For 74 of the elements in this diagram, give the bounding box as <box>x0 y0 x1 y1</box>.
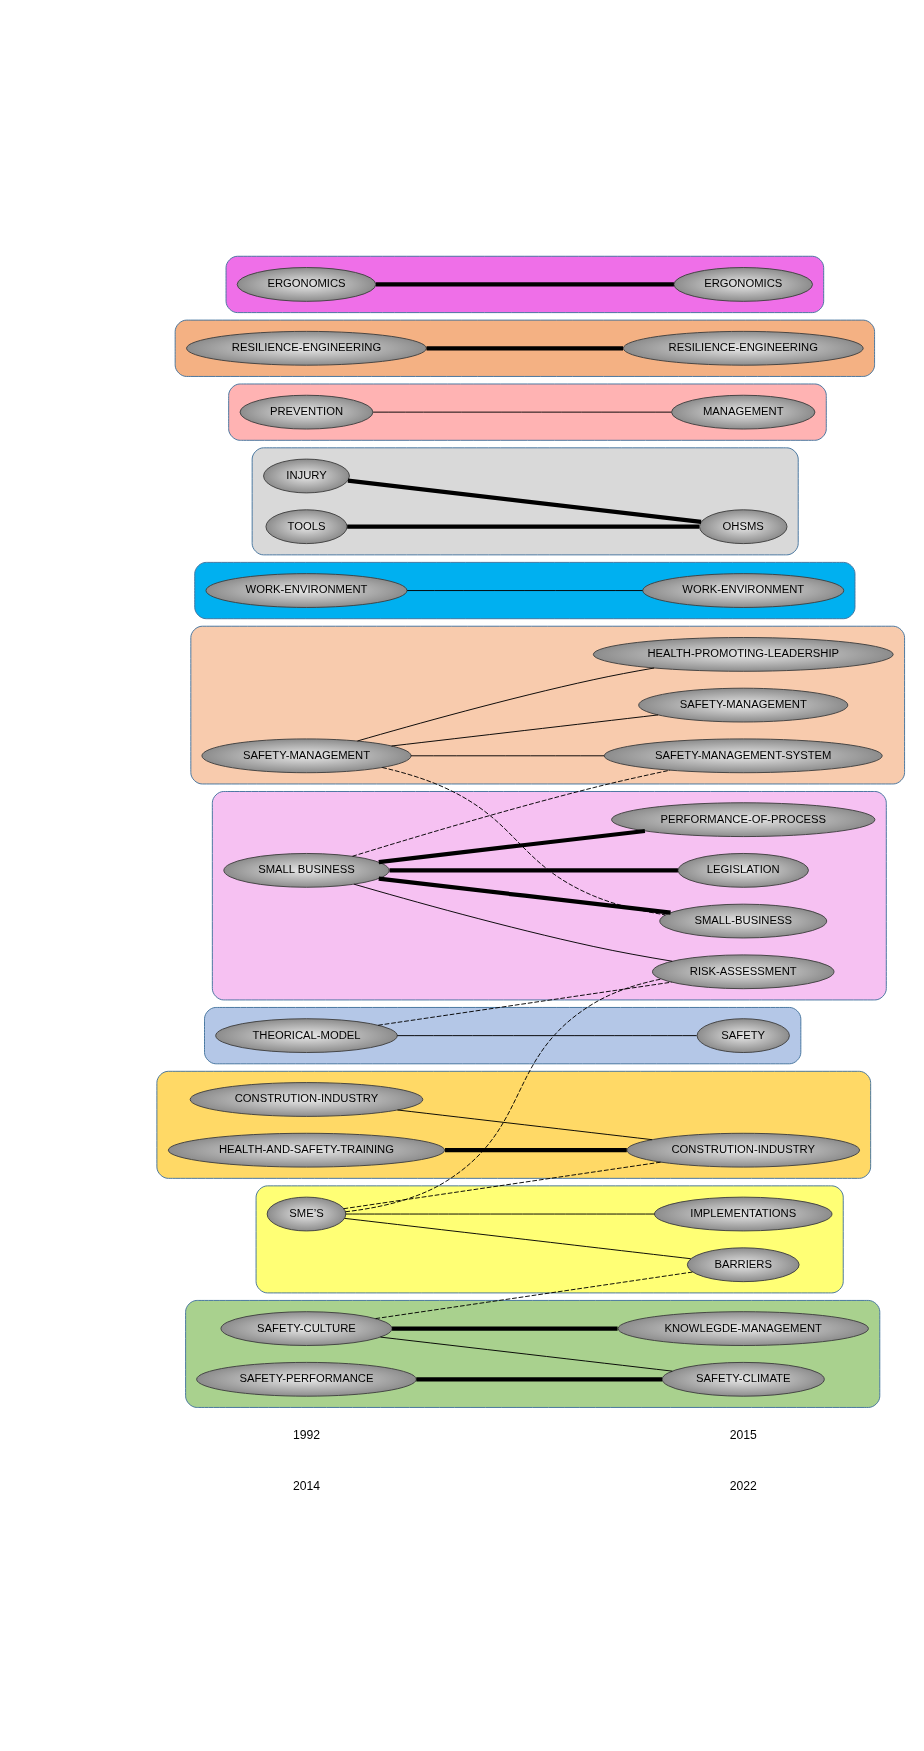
connector <box>379 1336 673 1372</box>
cluster <box>251 446 799 555</box>
node-ellipse: OHSMS <box>699 508 788 544</box>
cluster <box>194 561 856 619</box>
node-ellipse: TOOLS <box>265 508 348 544</box>
connector <box>345 1213 655 1214</box>
cluster <box>156 1070 872 1179</box>
connector <box>345 978 662 1212</box>
node-ellipse: INJURY <box>263 458 350 493</box>
connector <box>378 828 646 864</box>
connector <box>351 769 671 857</box>
label: 1992 <box>292 1427 321 1442</box>
connector <box>347 478 702 524</box>
node-ellipse: SAFETY-CLIMATE <box>661 1361 825 1397</box>
connector <box>378 876 671 915</box>
node-ellipse: SAFETY-CULTURE <box>220 1310 393 1346</box>
node-ellipse: BARRIERS <box>686 1246 800 1282</box>
connector <box>356 667 655 741</box>
connector <box>375 1271 693 1319</box>
cluster <box>185 1299 881 1408</box>
connector <box>426 345 623 350</box>
node-ellipse: ERGONOMICS <box>673 266 814 302</box>
connector <box>344 1217 692 1259</box>
connector <box>396 1034 698 1036</box>
node-ellipse: SMALL BUSINESS <box>223 852 390 888</box>
connector <box>410 754 605 756</box>
cluster <box>211 790 887 1000</box>
node-ellipse: SAFETY <box>696 1017 790 1053</box>
node-ellipse: RESILIENCE-ENGINEERING <box>622 330 864 366</box>
cluster <box>204 1006 802 1064</box>
connector <box>392 1325 618 1331</box>
node-ellipse: SME’S <box>266 1196 347 1231</box>
node-ellipse: THEORICAL-MODEL <box>215 1017 398 1053</box>
node-ellipse: WORK-ENVIRONMENT <box>205 572 408 608</box>
connector <box>445 1147 627 1152</box>
cluster <box>255 1184 844 1293</box>
connector <box>406 589 644 591</box>
node-ellipse: SMALL-BUSINESS <box>659 903 828 938</box>
node-ellipse: PREVENTION <box>239 394 374 429</box>
label: 2015 <box>729 1427 757 1442</box>
connector <box>375 281 674 287</box>
connector <box>353 883 673 962</box>
node-ellipse: CONSTRUTION-INDUSTRY <box>626 1132 861 1168</box>
connector <box>372 411 672 413</box>
connector <box>381 766 666 915</box>
cluster <box>225 255 825 313</box>
node-ellipse: IMPLEMENTATIONS <box>654 1196 833 1231</box>
connector <box>416 1376 663 1381</box>
connector <box>343 1161 662 1209</box>
connector <box>389 867 678 872</box>
label: 2022 <box>729 1478 757 1493</box>
connector <box>377 981 672 1026</box>
node-ellipse: PERFORMANCE-OF-PROCESS <box>611 801 876 837</box>
node-ellipse: KNOWLEGDE-MANAGEMENT <box>617 1310 869 1346</box>
node-ellipse: RESILIENCE-ENGINEERING <box>186 330 427 366</box>
node-ellipse: LEGISLATION <box>677 852 809 888</box>
cluster <box>190 625 906 784</box>
node-ellipse: HEALTH-PROMOTING-LEADERSHIP <box>592 636 894 672</box>
connector <box>391 713 659 746</box>
node-ellipse: SAFETY-MANAGEMENT <box>638 687 849 722</box>
node-ellipse: SAFETY-MANAGEMENT <box>201 737 412 773</box>
node-ellipse: SAFETY-MANAGEMENT-SYSTEM <box>603 737 883 773</box>
connector <box>397 1109 653 1140</box>
cluster <box>174 319 876 377</box>
node-ellipse: MANAGEMENT <box>671 394 816 429</box>
node-ellipse: SAFETY-PERFORMANCE <box>196 1361 417 1397</box>
node-ellipse: CONSTRUTION-INDUSTRY <box>189 1081 424 1117</box>
label: 2014 <box>292 1478 321 1493</box>
cluster <box>228 383 827 441</box>
node-ellipse: ERGONOMICS <box>236 266 377 302</box>
connector <box>347 524 700 529</box>
node-ellipse: RISK-ASSESSMENT <box>652 953 835 989</box>
node-ellipse: WORK-ENVIRONMENT <box>642 572 845 608</box>
node-ellipse: HEALTH-AND-SAFETY-TRAINING <box>167 1132 446 1168</box>
